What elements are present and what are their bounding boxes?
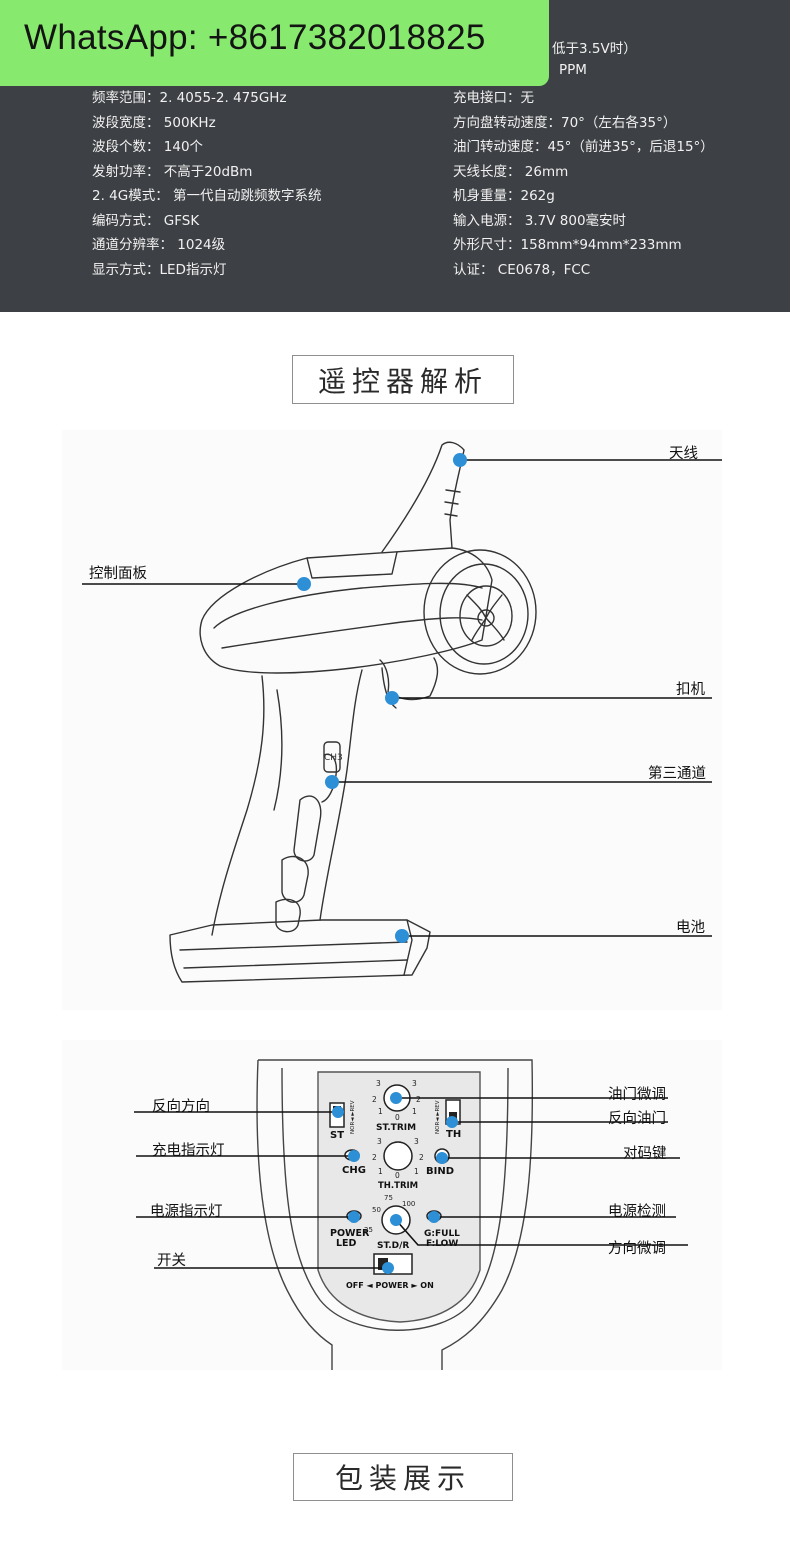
controller-illustration: CH3: [82, 441, 722, 983]
mark-st: ST: [330, 1130, 344, 1141]
dot-panel: [297, 577, 311, 591]
whatsapp-text: WhatsApp: +8617382018825: [24, 18, 486, 57]
dot-bind: [436, 1152, 448, 1164]
faceplate-diagram: ST NOR◄ ►REV TH NOR◄ ►REV 3 3 2 2 1 1 0 …: [62, 1040, 722, 1370]
label-battery: 电池: [676, 920, 705, 936]
spec-left-3: 发射功率： 不高于20dBm: [92, 164, 253, 180]
section-title-packaging: 包装展示: [293, 1453, 513, 1501]
dial-dr-50: 50: [372, 1206, 381, 1214]
dial-dr-100: 100: [402, 1200, 415, 1208]
dial-st-2r: 2: [416, 1095, 421, 1104]
dial-st-3l: 3: [376, 1079, 381, 1088]
dot-power-check: [428, 1211, 440, 1223]
label-control-panel: 控制面板: [89, 566, 147, 582]
dot-th-rev: [446, 1116, 458, 1128]
spec-left-4: 2. 4G模式： 第一代自动跳频数字系统: [92, 188, 322, 204]
label-chg-led: 充电指示灯: [152, 1143, 225, 1159]
mark-flow: F:LOW: [426, 1239, 458, 1249]
dial-st-2l: 2: [372, 1095, 377, 1104]
spec-right-1: 方向盘转动速度：70°（左右各35°）: [453, 115, 677, 131]
label-power-check: 电源检测: [608, 1204, 666, 1220]
mark-power: POWER: [330, 1228, 370, 1239]
label-th-rev: 反向油门: [608, 1111, 666, 1127]
mark-off-power-on: OFF ◄ POWER ► ON: [346, 1281, 434, 1290]
spec-left-1: 波段宽度： 500KHz: [92, 115, 216, 131]
dot-chg-led: [348, 1150, 360, 1162]
label-th-trim: 油门微调: [608, 1087, 666, 1103]
mark-nor-rev-right: NOR◄ ►REV: [435, 1100, 441, 1134]
label-st-trim: 方向微调: [608, 1241, 666, 1257]
mark-chg: CHG: [342, 1165, 366, 1176]
spec-right-5: 输入电源： 3.7V 800毫安时: [453, 213, 627, 229]
spec-right-2: 油门转动速度：45°（前进35°，后退15°）: [453, 139, 714, 155]
dot-antenna: [453, 453, 467, 467]
mark-nor-rev-left: NOR◄ ►REV: [350, 1100, 356, 1134]
dial-dr-25: 25: [364, 1226, 373, 1234]
label-trigger: 扣机: [676, 682, 705, 698]
dot-switch: [382, 1262, 394, 1274]
dot-th-trim: [390, 1092, 402, 1104]
label-st-rev: 反向方向: [152, 1099, 210, 1115]
faceplate-illustration: ST NOR◄ ►REV TH NOR◄ ►REV 3 3 2 2 1 1 0 …: [134, 1059, 688, 1370]
dial-th-2r: 2: [419, 1153, 424, 1162]
label-power-led: 电源指示灯: [150, 1204, 223, 1220]
mark-st-dr: ST.D/R: [377, 1241, 409, 1251]
ch3-mark: CH3: [324, 753, 343, 763]
dot-st-trim: [390, 1214, 402, 1226]
spec-right-6: 外形尺寸：158mm*94mm*233mm: [453, 237, 682, 253]
label-switch: 开关: [157, 1253, 186, 1269]
mark-gfull: G:FULL: [424, 1229, 460, 1239]
spec-right-4: 机身重量：262g: [453, 188, 555, 204]
spec-left-6: 通道分辨率： 1024级: [92, 237, 226, 253]
dial-st-0: 0: [395, 1113, 400, 1122]
spec-left-0: 频率范围：2. 4055-2. 475GHz: [92, 90, 287, 106]
spec-right-7: 认证： CE0678，FCC: [453, 262, 591, 278]
section-title-analysis: 遥控器解析: [292, 355, 514, 404]
label-ch3: 第三通道: [648, 766, 706, 782]
dot-battery: [395, 929, 409, 943]
dial-th-3l: 3: [377, 1137, 382, 1146]
dial-st-3r: 3: [412, 1079, 417, 1088]
dial-th-0: 0: [395, 1171, 400, 1180]
mark-th-trim: TH.TRIM: [378, 1181, 418, 1191]
controller-diagram: CH3 天线 控制面板 扣机 第三通道 电池: [62, 430, 722, 1010]
section-title-analysis-text: 遥控器解析: [317, 364, 488, 398]
dial-th-3r: 3: [414, 1137, 419, 1146]
label-bind: 对码键: [623, 1146, 667, 1162]
dot-trigger: [385, 691, 399, 705]
spec-right-0: 充电接口：无: [453, 90, 534, 106]
label-antenna: 天线: [669, 446, 698, 462]
dial-th-2l: 2: [372, 1153, 377, 1162]
mark-st-trim: ST.TRIM: [376, 1123, 416, 1133]
mark-led: LED: [336, 1238, 357, 1249]
mark-th: TH: [446, 1129, 461, 1140]
spec-left-7: 显示方式：LED指示灯: [92, 262, 227, 278]
dot-power-led: [348, 1211, 360, 1223]
mark-bind: BIND: [426, 1166, 454, 1177]
section-title-packaging-text: 包装展示: [334, 1462, 471, 1495]
spec-left-5: 编码方式： GFSK: [92, 213, 200, 229]
spec-right-3: 天线长度： 26mm: [453, 164, 569, 180]
dial-dr-75: 75: [384, 1194, 393, 1202]
dial-th-1l: 1: [378, 1167, 383, 1176]
spec-partial-voltage: 低于3.5V时）: [552, 41, 637, 57]
spec-partial-ppm: PPM: [559, 62, 587, 78]
spec-left-2: 波段个数： 140个: [92, 139, 204, 155]
dial-st-1r: 1: [412, 1107, 417, 1116]
whatsapp-banner[interactable]: WhatsApp: +8617382018825: [0, 0, 549, 86]
dot-st-rev: [332, 1106, 344, 1118]
dial-st-1l: 1: [378, 1107, 383, 1116]
dial-th-1r: 1: [414, 1167, 419, 1176]
dot-ch3: [325, 775, 339, 789]
